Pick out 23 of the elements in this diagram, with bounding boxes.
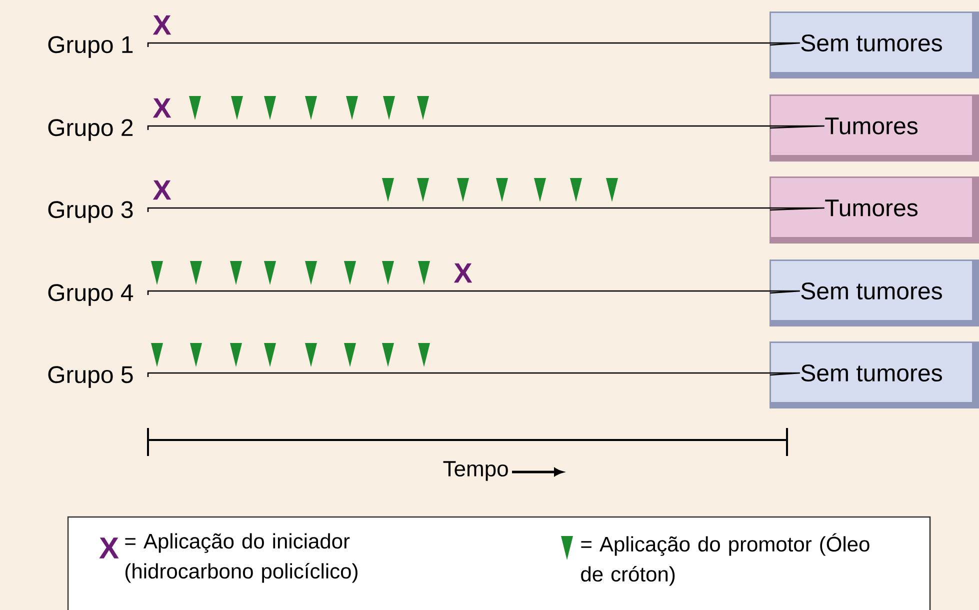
- timeline: [147, 207, 826, 212]
- result-box: Tumores: [770, 94, 979, 162]
- result-box: Sem tumores: [770, 260, 979, 326]
- initiator-mark: X: [152, 15, 172, 35]
- group-label: Grupo 4: [48, 284, 134, 306]
- initiator-mark: X: [152, 180, 172, 200]
- group-label: Grupo 2: [48, 119, 133, 141]
- legend-text: = Aplicação do promotor (Óleo de cróton): [581, 533, 870, 586]
- initiator-mark: X: [152, 98, 172, 118]
- result-box: Sem tumores: [770, 12, 979, 78]
- timeline: [147, 290, 801, 296]
- result-box: Tumores: [770, 176, 979, 244]
- group-label: Grupo 3: [48, 201, 133, 223]
- initiator-mark: X: [454, 263, 472, 283]
- legend-mark: X: [99, 538, 119, 558]
- timeline: [147, 125, 826, 130]
- timeline: [147, 372, 801, 378]
- result-box: Sem tumores: [770, 342, 979, 408]
- axis-label: Tempo: [443, 461, 508, 481]
- group-label: Grupo 5: [48, 366, 133, 388]
- legend-text: = Aplicação do iniciador (hidrocarbono policíclico): [125, 533, 358, 583]
- group-label: Grupo 1: [48, 36, 133, 58]
- timeline: [147, 42, 801, 48]
